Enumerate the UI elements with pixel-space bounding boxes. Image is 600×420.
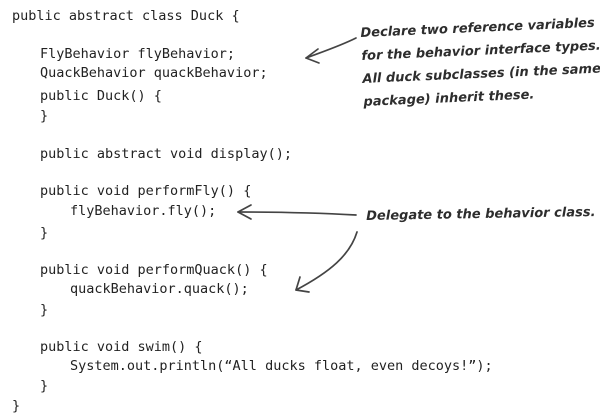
code-line: public void swim() { <box>40 339 203 355</box>
arrow-to-quack-icon <box>295 231 358 291</box>
arrowhead-icon <box>305 48 320 64</box>
code-line: QuackBehavior quackBehavior; <box>40 65 268 81</box>
annotation-delegate: Delegate to the behavior class. <box>366 204 596 224</box>
code-line: public abstract class Duck { <box>12 8 240 24</box>
arrow-to-fly-icon <box>237 211 357 216</box>
code-line: public abstract void display(); <box>40 146 292 162</box>
code-line: flyBehavior.fly(); <box>70 203 217 219</box>
code-line: public Duck() { <box>40 88 162 104</box>
arrowhead-icon <box>237 204 252 220</box>
annotation-declare: Declare two reference variables for the … <box>360 15 600 110</box>
code-line: } <box>40 302 49 318</box>
code-line: } <box>12 398 21 414</box>
code-line: System.out.println(“All ducks float, eve… <box>70 358 493 374</box>
code-line: public void performQuack() { <box>40 262 268 278</box>
code-line: } <box>40 378 49 394</box>
code-line: public void performFly() { <box>40 183 252 199</box>
code-line: } <box>40 108 49 124</box>
code-line: quackBehavior.quack(); <box>70 281 249 297</box>
code-line: FlyBehavior flyBehavior; <box>40 46 236 62</box>
arrowhead-icon <box>295 276 310 293</box>
arrow-to-variables-icon <box>305 37 357 59</box>
code-line: } <box>40 225 49 241</box>
